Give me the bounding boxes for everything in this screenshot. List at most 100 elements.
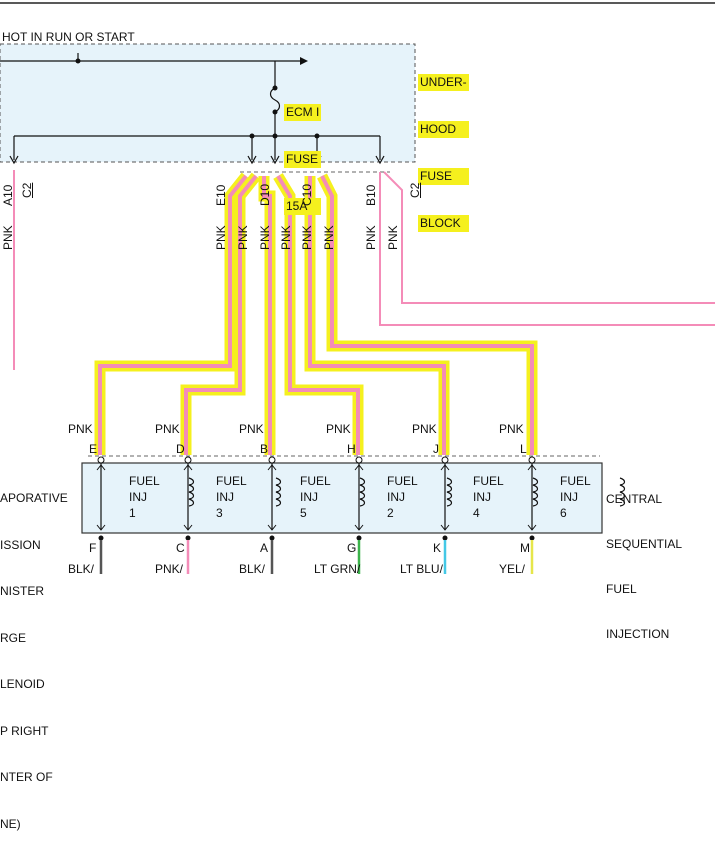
evap-line7: NTER OF <box>0 770 53 784</box>
fuse-block-title: UNDER- HOOD FUSE BLOCK <box>418 44 469 247</box>
injector-1-wire-top-label: PNK <box>68 422 93 436</box>
injector-4-inj-label: INJ <box>473 490 491 504</box>
pin-label-a10: A10 <box>1 184 15 206</box>
injector-2-wire-top-label: PNK <box>326 422 351 436</box>
injector-1-bottom-arrow <box>96 524 106 531</box>
fuse-block-title-line4: BLOCK <box>418 215 469 232</box>
fuse-block-title-line2: HOOD <box>418 121 469 138</box>
pin-arrow-d10 <box>270 155 280 165</box>
injector-4-bottom-terminal <box>442 535 448 541</box>
injector-6-bottom-arrow <box>527 524 537 531</box>
ecm-fuse-line2: FUSE <box>284 151 322 168</box>
injector-5-wire-bottom-label: BLK/ <box>239 562 266 576</box>
csfi-line3: FUEL <box>606 582 637 596</box>
injector-1-pin-bottom-label: F <box>89 541 97 555</box>
injector-6-inj-label: INJ <box>560 490 578 504</box>
injector-6-pin-bottom-label: M <box>520 541 530 555</box>
wire-core-inj4 <box>308 176 446 455</box>
injector-5-pin-top-label: B <box>260 442 269 456</box>
injector-6-bottom-terminal <box>529 535 535 541</box>
wire-core-inj6 <box>320 175 534 455</box>
injector-2-pin-bottom-label: G <box>347 541 357 555</box>
injector-2-wire-bottom-label: LT GRN/ <box>314 562 361 576</box>
evap-line6: P RIGHT <box>0 723 49 738</box>
pin-label-e10: E10 <box>214 184 228 206</box>
evap-line3: NISTER <box>0 584 45 598</box>
wire-core-inj3 <box>184 174 258 455</box>
injector-1-coil <box>188 477 195 507</box>
wire-color-inj5-vertical: PNK <box>258 225 272 250</box>
injector-3-number-label: 3 <box>216 506 223 520</box>
injector-1-wire-bottom-label: BLK/ <box>68 562 95 576</box>
wire-color-inj1-vertical: PNK <box>214 225 228 250</box>
injector-3-bottom-terminal <box>185 535 191 541</box>
wire-color-inj2-vertical: PNK <box>279 225 293 250</box>
wire-color-b10-lower: PNK <box>364 225 378 250</box>
injector-5-wire-top-label: PNK <box>239 422 264 436</box>
injector-2-number-label: 2 <box>387 506 394 520</box>
csfi-label: CENTRAL SEQUENTIAL FUEL INJECTION <box>606 462 682 657</box>
injector-1-top-terminal <box>97 456 105 464</box>
injector-6-number-label: 6 <box>560 506 567 520</box>
injector-2-coil <box>446 477 453 507</box>
injector-6-pin-top-label: L <box>520 442 527 456</box>
injector-6-wire-bottom-label: YEL/ <box>499 562 526 576</box>
conn-label-c2-left: C2 <box>20 182 34 198</box>
wire-glow-inj1 <box>94 172 251 455</box>
injector-1-fuel-label: FUEL <box>129 474 160 488</box>
csfi-line2: SEQUENTIAL <box>606 537 683 551</box>
injector-3-fuel-label: FUEL <box>216 474 247 488</box>
injector-4-number-label: 4 <box>473 506 480 520</box>
wire-b10-upper <box>383 171 715 304</box>
injector-4-wire-top-label: PNK <box>412 422 437 436</box>
csfi-component-box <box>81 462 603 534</box>
injector-1-inj-label: INJ <box>129 490 147 504</box>
ecm-fuse-line3: 15A <box>284 198 322 215</box>
injector-5-number-label: 5 <box>300 506 307 520</box>
injector-2-pin-top-label: H <box>347 442 356 456</box>
injector-2-bottom-arrow <box>354 524 364 531</box>
injector-3-bottom-arrow <box>183 524 193 531</box>
injector-4-bottom-arrow <box>440 524 450 531</box>
injector-3-top-terminal <box>184 456 192 464</box>
injector-3-coil <box>275 477 282 507</box>
wire-color-b10-upper: PNK <box>386 225 400 250</box>
wire-core-inj2 <box>276 174 360 455</box>
fuse-element <box>269 87 281 113</box>
injector-4-pin-bottom-label: K <box>433 541 442 555</box>
hot-bus-arrow <box>300 57 308 65</box>
injector-1-bottom-terminal <box>98 535 104 541</box>
injector-5-fuel-label: FUEL <box>300 474 331 488</box>
injector-3-wire-top-label: PNK <box>155 422 180 436</box>
pin-label-b10: B10 <box>364 184 378 206</box>
fuse-block-title-line3: FUSE <box>418 168 469 185</box>
injector-4-top-arrow <box>440 464 450 471</box>
injector-1-pin-top-label: E <box>89 442 98 456</box>
injector-5-inj-label: INJ <box>300 490 318 504</box>
injector-4-top-terminal <box>441 456 449 464</box>
pin-label-c10: C10 <box>300 183 314 206</box>
injector-5-bottom-arrow <box>267 524 277 531</box>
injector-2-top-terminal <box>355 456 363 464</box>
ecm-fuse-label: ECM I FUSE 15A <box>284 74 322 230</box>
injector-2-top-arrow <box>354 464 364 471</box>
ecm-fuse-line1: ECM I <box>284 104 322 121</box>
pin-arrow-e10 <box>247 155 257 165</box>
injector-6-top-terminal <box>528 456 536 464</box>
fuse-block-title-line1: UNDER- <box>418 74 469 91</box>
injector-2-inj-label: INJ <box>387 490 405 504</box>
evap-line2: ISSION <box>0 537 41 552</box>
evap-line5: LENOID <box>0 677 45 691</box>
injector-symbols <box>96 456 626 541</box>
wire-glow-inj3 <box>180 172 261 455</box>
injector-5-coil <box>359 477 366 507</box>
evap-line8: NE) <box>0 816 21 831</box>
injector-6-coil <box>619 477 626 507</box>
injector-1-number-label: 1 <box>129 506 136 520</box>
evap-canister-purge-solenoid-label: APORATIVE ISSION NISTER RGE LENOID P RIG… <box>0 460 68 848</box>
hot-bus-splice <box>75 58 81 64</box>
evap-line1: APORATIVE <box>0 491 68 505</box>
injector-6-wire-top-label: PNK <box>499 422 524 436</box>
injector-4-pin-top-label: J <box>433 442 439 456</box>
evap-line4: RGE <box>0 630 27 645</box>
